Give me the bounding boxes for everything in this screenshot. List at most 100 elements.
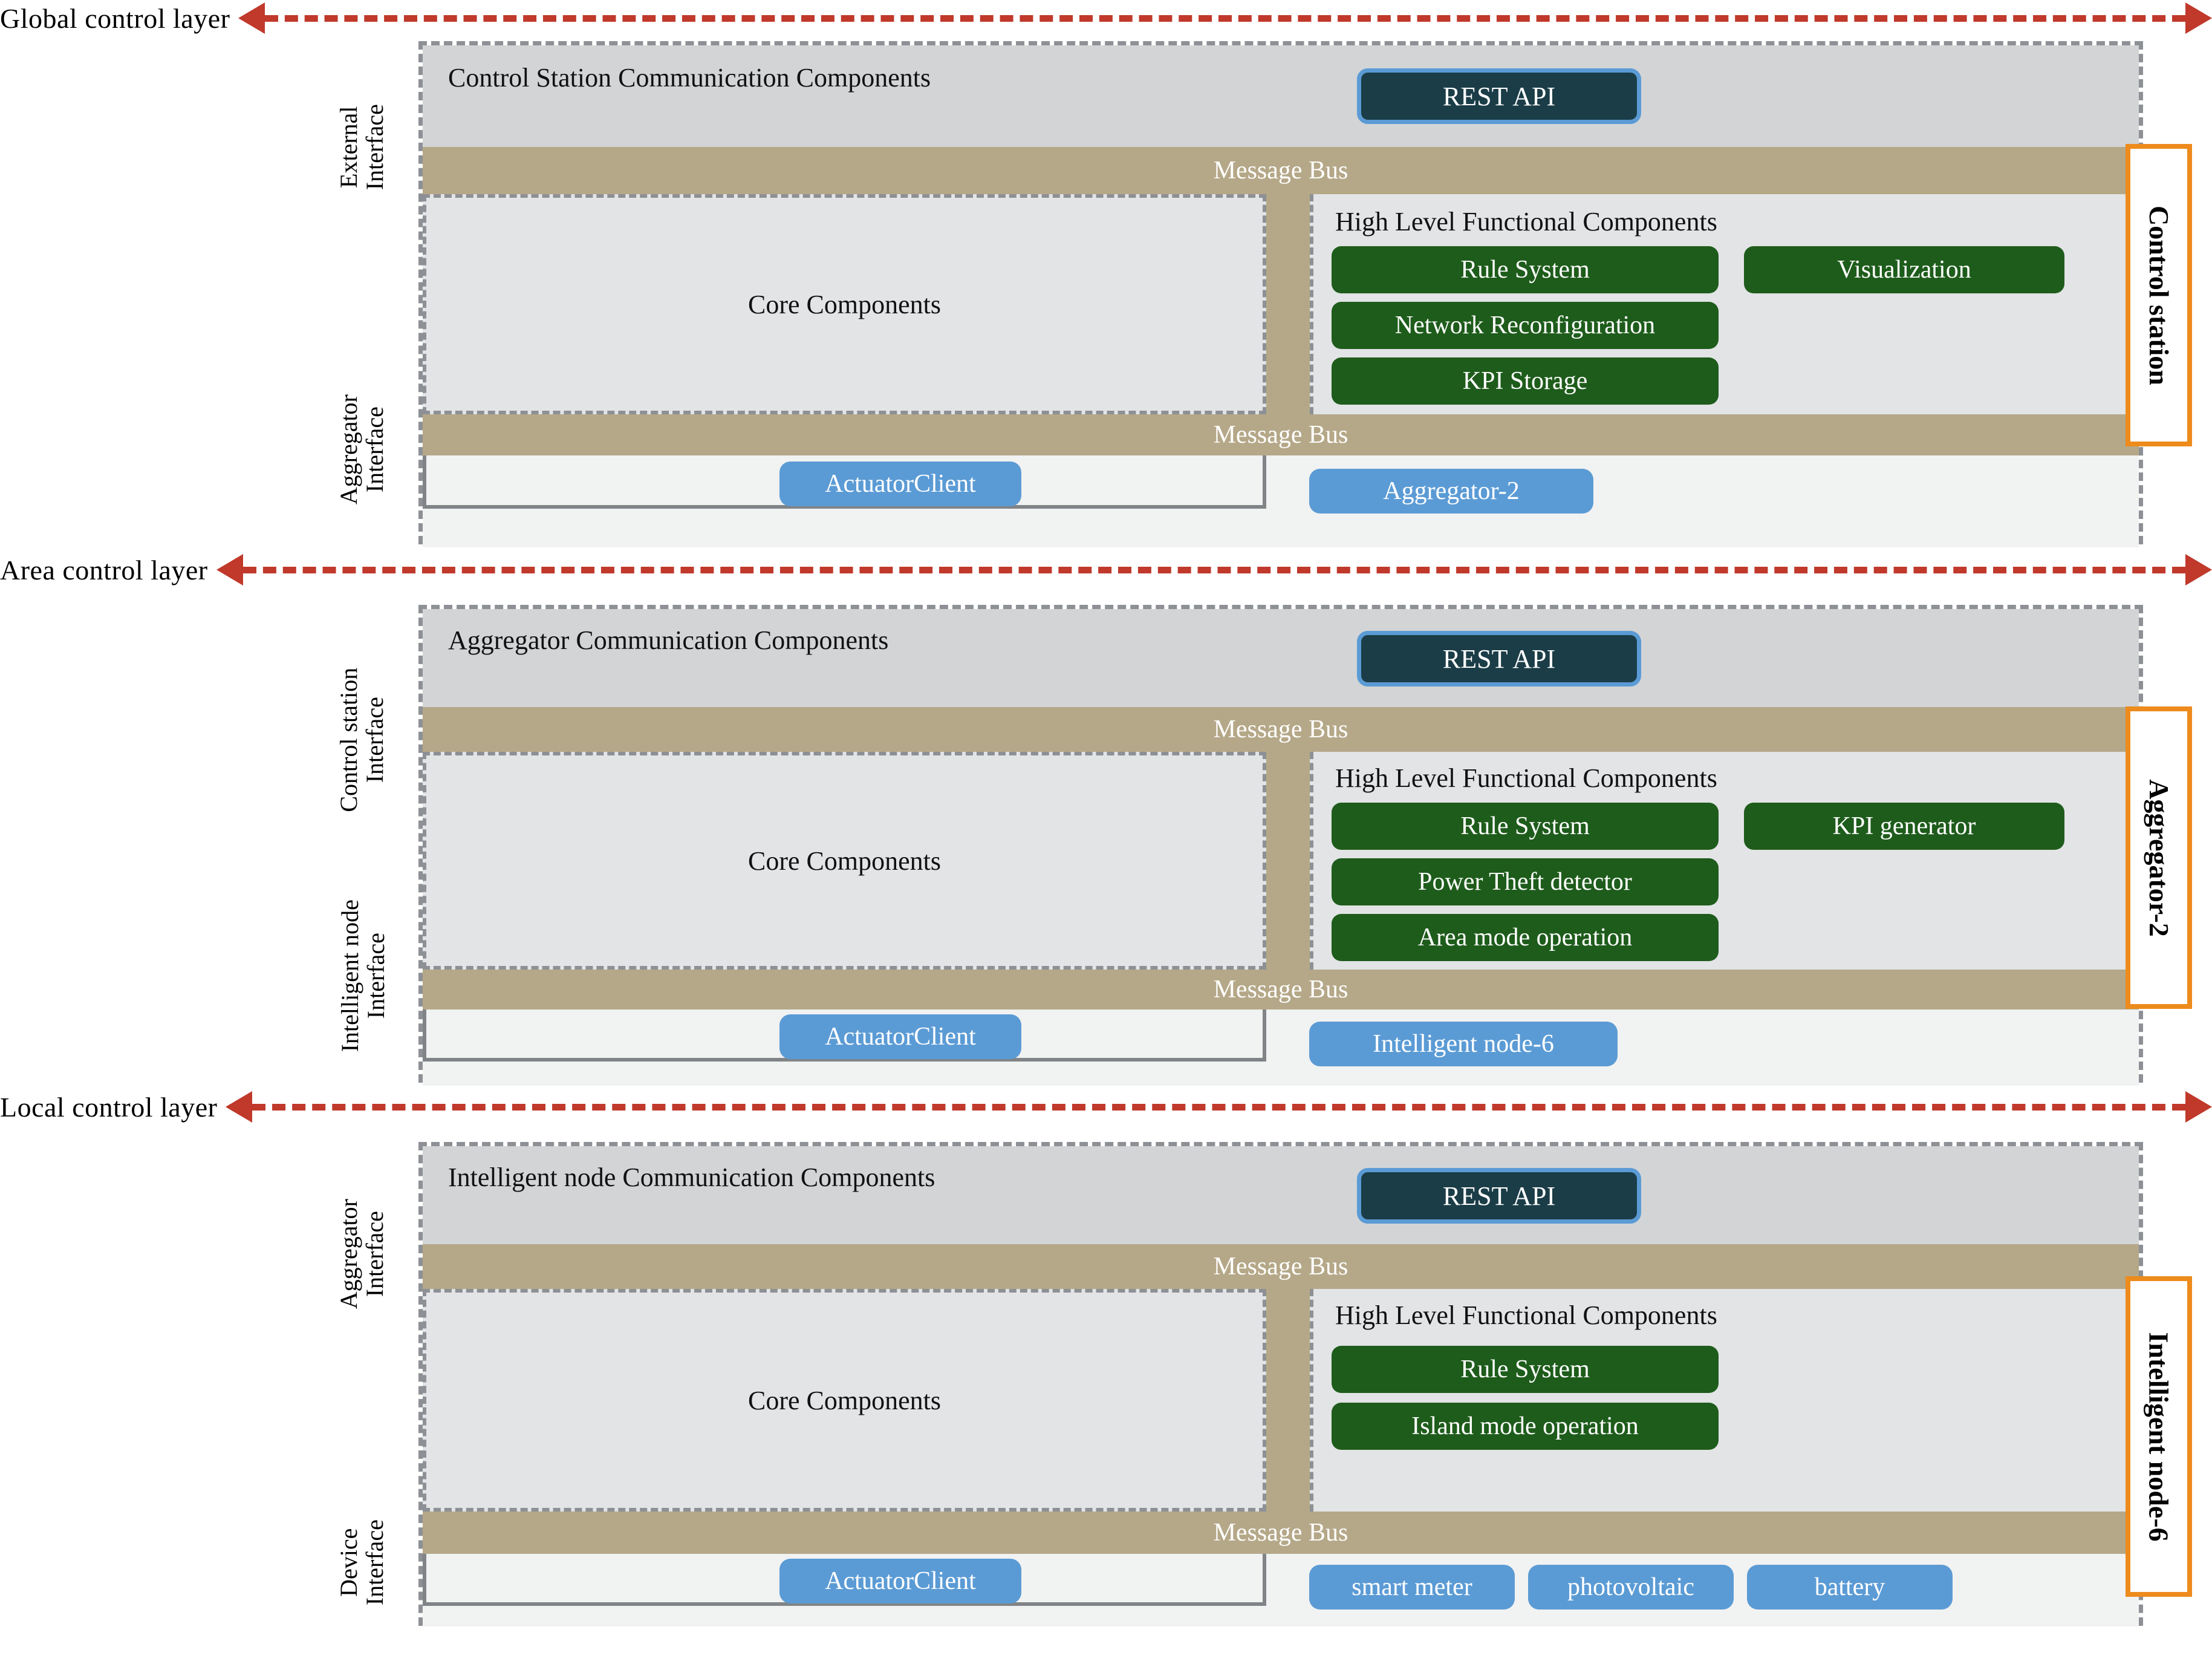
- high-level-functional-components-title: High Level Functional Components: [1335, 763, 1717, 793]
- global-control-layer-row: Global control layer: [0, 0, 2212, 36]
- actuator-client-control-station[interactable]: ActuatorClient: [779, 462, 1021, 506]
- core-components-box-aggregator-2: Core Components: [423, 752, 1266, 970]
- message-bus-label: Message Bus: [1213, 157, 1348, 184]
- global-control-layer-label: Global control layer: [0, 2, 230, 34]
- arrow-right-head-icon: [2185, 554, 2212, 585]
- actuator-client-frame: [423, 1554, 1266, 1606]
- local-control-layer-row: Local control layer: [0, 1089, 2212, 1125]
- intelligent-node-interface-line-2: Interface: [362, 933, 389, 1019]
- intelligent-node-communication-band: Intelligent node Communication Component…: [423, 1146, 2139, 1244]
- dashed-red-line: [242, 566, 2185, 573]
- aggregator-communication-title: Aggregator Communication Components: [448, 625, 889, 655]
- rest-api-button-control-station[interactable]: REST API: [1357, 68, 1641, 124]
- external-interface-label: External Interface: [334, 38, 388, 256]
- entity-tag-control-station: Control station: [2126, 144, 2192, 446]
- local-control-layer-label: Local control layer: [0, 1091, 218, 1123]
- actuator-client-frame: [423, 455, 1266, 509]
- message-bus-top-intelligent-node-6: Message Bus: [423, 1244, 2139, 1289]
- entity-tag-intelligent-node-6: Intelligent node-6: [2126, 1276, 2192, 1597]
- aggregator-interface-label-control-station: Aggregator Interface: [334, 328, 388, 570]
- message-bus-label: Message Bus: [1213, 1253, 1348, 1280]
- high-level-functional-components-title: High Level Functional Components: [1335, 1300, 1717, 1330]
- high-level-functional-components-box-control-station: High Level Functional Components Rule Sy…: [1310, 194, 2140, 414]
- device-interface-line-2: Interface: [361, 1519, 388, 1606]
- external-interface-line-1: External: [334, 106, 362, 188]
- control-station-communication-title: Control Station Communication Components: [448, 63, 931, 93]
- functional-component-visualization[interactable]: Visualization: [1744, 246, 2064, 293]
- middle-region-control-station: Core Components High Level Functional Co…: [423, 194, 2140, 414]
- control-station-interface-line-2: Interface: [361, 697, 388, 783]
- middle-region-aggregator-2: Core Components High Level Functional Co…: [423, 752, 2140, 970]
- aggregator-interface-label-intelligent-node-6: Aggregator Interface: [334, 1133, 388, 1375]
- aggregator-interface-line-1: Aggregator: [334, 394, 362, 505]
- message-bus-bottom-control-station: Message Bus: [423, 414, 2139, 455]
- functional-component-island-mode-operation[interactable]: Island mode operation: [1332, 1403, 1719, 1450]
- aggregator-interface-strip-control-station: ActuatorClient Aggregator-2: [423, 455, 2139, 547]
- high-level-functional-components-box-intelligent-node-6: High Level Functional Components Rule Sy…: [1310, 1289, 2140, 1512]
- intelligent-node-interface-strip-aggregator-2: ActuatorClient Intelligent node-6: [423, 1010, 2139, 1086]
- message-bus-top-control-station: Message Bus: [423, 147, 2139, 194]
- aggregator-interface-line-2: Interface: [361, 1211, 388, 1297]
- functional-component-area-mode-operation[interactable]: Area mode operation: [1332, 914, 1719, 961]
- intelligent-node-interface-label-aggregator-2: Intelligent node Interface: [336, 824, 389, 1127]
- core-components-label: Core Components: [748, 1385, 941, 1415]
- functional-component-rule-system[interactable]: Rule System: [1332, 246, 1719, 293]
- dashed-red-line: [252, 1103, 2185, 1111]
- global-control-layer-arrow: [238, 0, 2212, 36]
- core-components-box-control-station: Core Components: [423, 194, 1266, 414]
- arrow-left-head-icon: [226, 1091, 253, 1123]
- device-photovoltaic[interactable]: photovoltaic: [1528, 1565, 1734, 1610]
- area-control-layer-arrow: [216, 552, 2212, 588]
- panel-control-station: Control Station Communication Components…: [418, 41, 2143, 547]
- arrow-right-head-icon: [2185, 2, 2212, 34]
- device-interface-line-1: Device: [334, 1528, 362, 1597]
- core-components-label: Core Components: [748, 289, 941, 319]
- device-battery[interactable]: battery: [1747, 1565, 1953, 1610]
- high-level-functional-components-box-aggregator-2: High Level Functional Components Rule Sy…: [1310, 752, 2140, 970]
- arrow-right-head-icon: [2185, 1091, 2212, 1123]
- device-smart-meter[interactable]: smart meter: [1309, 1565, 1515, 1610]
- message-bus-label: Message Bus: [1213, 421, 1348, 449]
- functional-component-power-theft-detector[interactable]: Power Theft detector: [1332, 858, 1719, 905]
- entity-tag-label: Control station: [2143, 205, 2175, 385]
- arrow-left-head-icon: [238, 2, 265, 34]
- entity-tag-aggregator-2: Aggregator-2: [2126, 706, 2192, 1009]
- functional-component-kpi-storage[interactable]: KPI Storage: [1332, 357, 1719, 405]
- high-level-functional-components-title: High Level Functional Components: [1335, 207, 1717, 236]
- entity-tag-label: Intelligent node-6: [2143, 1331, 2175, 1542]
- message-bus-label: Message Bus: [1213, 1519, 1348, 1547]
- peer-node-intelligent-node-6[interactable]: Intelligent node-6: [1309, 1022, 1618, 1066]
- control-station-interface-line-1: Control station: [334, 667, 362, 812]
- aggregator-interface-line-1: Aggregator: [334, 1199, 362, 1310]
- peer-node-aggregator-2[interactable]: Aggregator-2: [1309, 469, 1593, 514]
- message-bus-bottom-intelligent-node-6: Message Bus: [423, 1512, 2139, 1554]
- rest-api-button-aggregator-2[interactable]: REST API: [1357, 631, 1641, 687]
- middle-region-intelligent-node-6: Core Components High Level Functional Co…: [423, 1289, 2140, 1512]
- intelligent-node-interface-line-1: Intelligent node: [336, 899, 363, 1052]
- functional-component-kpi-generator[interactable]: KPI generator: [1744, 803, 2064, 850]
- device-interface-label: Device Interface: [334, 1466, 388, 1659]
- actuator-client-intelligent-node-6[interactable]: ActuatorClient: [779, 1559, 1021, 1603]
- intelligent-node-communication-title: Intelligent node Communication Component…: [448, 1163, 935, 1192]
- external-interface-line-2: Interface: [361, 104, 388, 191]
- panel-intelligent-node-6: Intelligent node Communication Component…: [418, 1142, 2143, 1626]
- rest-api-button-intelligent-node-6[interactable]: REST API: [1357, 1168, 1641, 1224]
- functional-component-rule-system[interactable]: Rule System: [1332, 1346, 1719, 1393]
- area-control-layer-row: Area control layer: [0, 552, 2212, 588]
- functional-component-rule-system[interactable]: Rule System: [1332, 803, 1719, 850]
- panel-aggregator-2: Aggregator Communication Components REST…: [418, 605, 2143, 1086]
- device-interface-strip-intelligent-node-6: ActuatorClient smart meter photovoltaic …: [423, 1554, 2139, 1626]
- message-bus-label: Message Bus: [1213, 976, 1348, 1003]
- area-control-layer-label: Area control layer: [0, 554, 208, 585]
- actuator-client-aggregator-2[interactable]: ActuatorClient: [779, 1014, 1021, 1059]
- aggregator-interface-line-2: Interface: [361, 406, 388, 493]
- actuator-client-frame: [423, 1010, 1266, 1062]
- control-station-communication-band: Control Station Communication Components…: [423, 45, 2139, 147]
- functional-component-network-reconfiguration[interactable]: Network Reconfiguration: [1332, 302, 1719, 349]
- dashed-red-line: [265, 15, 2185, 22]
- arrow-left-head-icon: [216, 554, 243, 585]
- aggregator-communication-band: Aggregator Communication Components REST…: [423, 609, 2139, 707]
- core-components-label: Core Components: [748, 846, 941, 876]
- message-bus-top-aggregator-2: Message Bus: [423, 707, 2139, 752]
- message-bus-bottom-aggregator-2: Message Bus: [423, 970, 2139, 1010]
